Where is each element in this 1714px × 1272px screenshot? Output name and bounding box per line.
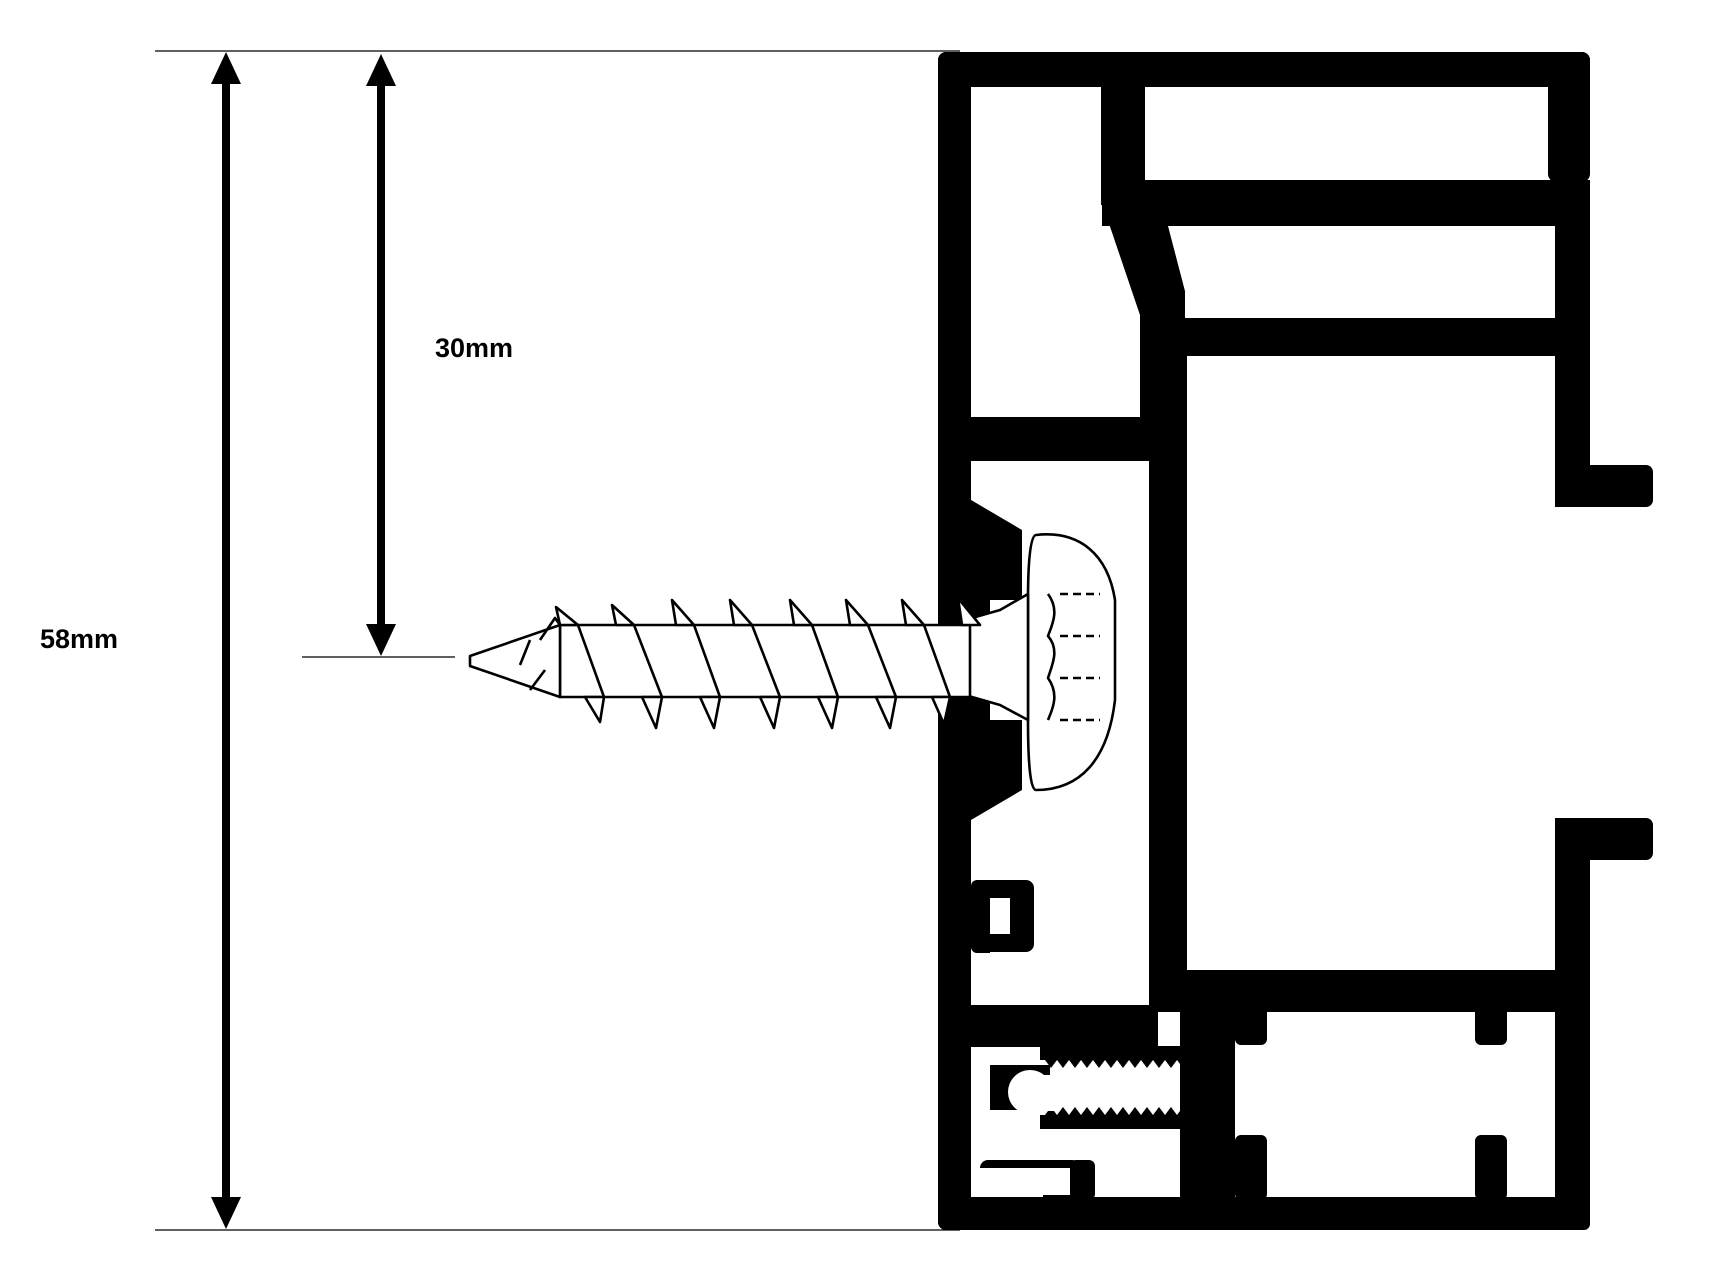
slot-wall: [971, 500, 1034, 952]
fixing-height-arrow: [366, 54, 396, 656]
fixing-height-label: 30mm: [435, 333, 513, 363]
overall-height-arrow: [211, 52, 241, 1229]
dimension-guides: [155, 50, 960, 1231]
screw-icon: [468, 533, 1117, 792]
overall-height-label: 58mm: [40, 624, 118, 654]
